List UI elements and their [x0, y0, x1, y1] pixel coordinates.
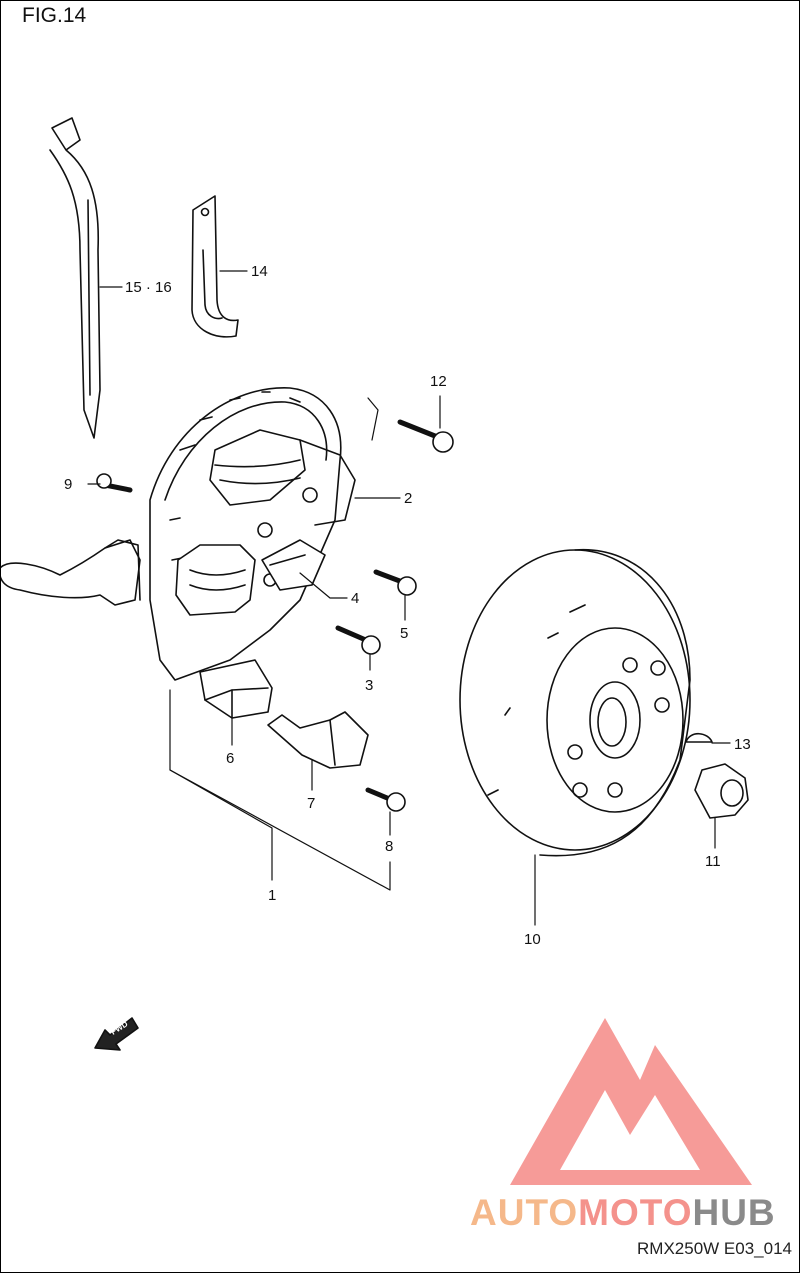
watermark-logo-icon: [510, 1018, 752, 1185]
callout-label: 8: [385, 838, 393, 855]
stator-plate-part: [149, 387, 342, 681]
leader-lines: [87, 270, 731, 926]
pickup-coil-part: [261, 539, 326, 591]
cable-tie-part: [49, 117, 101, 439]
callout-label: 6: [226, 750, 234, 767]
callout-label: 9: [64, 476, 72, 493]
callout-label: 5: [400, 625, 408, 642]
callout-label: 7: [307, 795, 315, 812]
fwd-arrow-icon: [94, 1017, 139, 1051]
watermark-brand: AUTOMOTOHUB: [470, 1192, 776, 1234]
brand-part-auto: AUTO: [470, 1192, 579, 1233]
wire-harness-part: [0, 539, 141, 606]
callout-label: 4: [351, 590, 359, 607]
callout-label: 14: [251, 263, 268, 280]
woodruff-key-part: [685, 732, 713, 743]
figure-title: FIG.14: [22, 4, 87, 27]
screw-part: [96, 419, 454, 812]
callout-label: 10: [524, 931, 541, 948]
callout-label: 12: [430, 373, 447, 390]
flywheel-rotor-part: [459, 548, 691, 857]
nut-part: [694, 763, 749, 819]
callout-label: 11: [705, 853, 721, 870]
callout-label: 15 · 16: [125, 279, 172, 296]
stator-coil-part: [175, 429, 356, 616]
brand-part-moto: MOTO: [578, 1192, 693, 1233]
figure-code: RMX250W E03_014: [637, 1239, 792, 1258]
brand-part-hub: HUB: [692, 1192, 776, 1233]
callout-label: 3: [365, 677, 373, 694]
bracket-part: [267, 711, 369, 769]
callout-label: 2: [404, 490, 412, 507]
connector-part: [199, 659, 273, 719]
clamp-part: [191, 195, 239, 338]
callout-label: 1: [268, 887, 276, 904]
callout-label: 13: [734, 736, 751, 753]
